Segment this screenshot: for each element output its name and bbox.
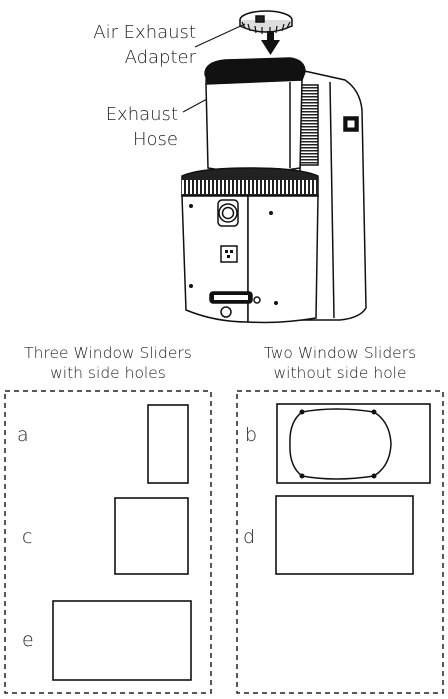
adapter-label-line1: Air Exhaust	[93, 22, 196, 43]
three-sliders-title-line2: with side holes	[50, 364, 166, 382]
exhaust-hole	[289, 408, 392, 480]
two-sliders-frame	[236, 390, 444, 694]
adapter-label: Air Exhaust Adapter	[93, 20, 196, 70]
three-sliders-title-line1: Three Window Sliders	[24, 344, 192, 362]
hose-label: Exhaust Hose	[106, 102, 178, 152]
hose-label-line1: Exhaust	[105, 104, 178, 125]
slider-b-shape	[276, 403, 431, 484]
two-sliders-title-line1: Two Window Sliders	[263, 344, 417, 362]
two-sliders-title-line2: without side hole	[273, 364, 407, 382]
slider-e-shape	[52, 600, 192, 681]
three-sliders-frame	[4, 390, 212, 694]
slider-d-label: d	[243, 526, 256, 548]
two-sliders-title: Two Window Sliders without side hole	[237, 343, 443, 383]
hose-label-line2: Hose	[133, 129, 178, 150]
slider-e-label: e	[22, 629, 34, 651]
air-exhaust-adapter	[239, 10, 293, 34]
arrow-down-icon	[261, 31, 280, 55]
slider-a-shape	[147, 404, 189, 484]
adapter-leader-line	[194, 23, 246, 48]
slider-c-label: c	[22, 526, 33, 548]
adapter-label-line2: Adapter	[124, 47, 196, 68]
slider-a-label: a	[17, 424, 29, 446]
slider-d-shape	[275, 495, 414, 575]
slider-b-label: b	[245, 424, 258, 446]
portable-ac-unit	[181, 57, 367, 324]
three-sliders-title: Three Window Sliders with side holes	[5, 343, 211, 383]
slider-c-shape	[114, 497, 189, 575]
